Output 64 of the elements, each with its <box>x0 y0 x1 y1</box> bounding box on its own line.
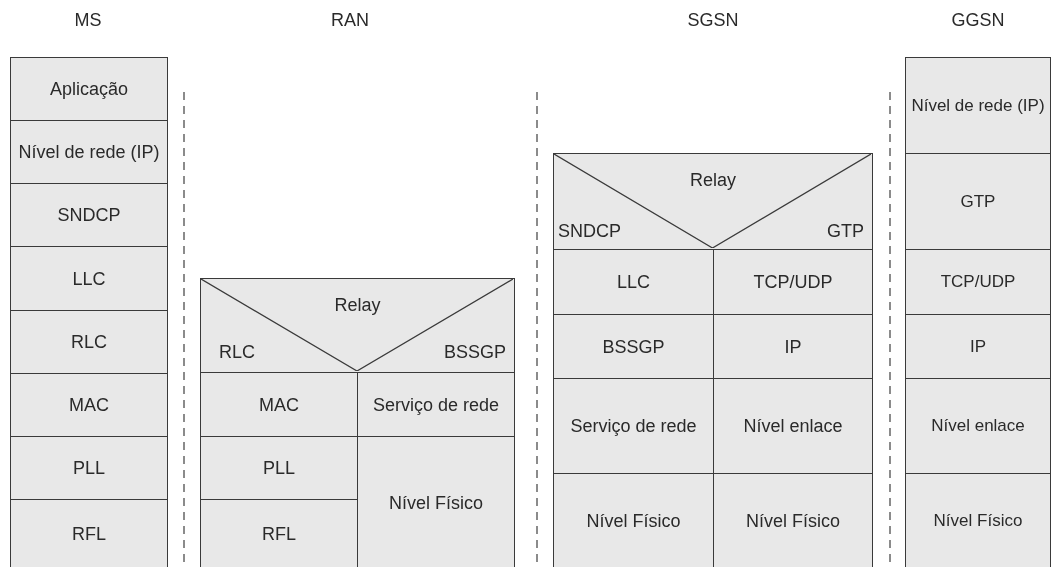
protocol-layer-box <box>713 473 873 567</box>
layer-label: BSSGP <box>601 335 666 359</box>
protocol-layer-box <box>200 499 358 567</box>
layer-label: LLC <box>616 271 651 294</box>
layer-label: TCP/UDP <box>752 271 834 294</box>
layer-label: Nível de rede (IP) <box>910 94 1046 117</box>
column-heading: SGSN <box>687 10 739 31</box>
protocol-layer-box <box>10 373 168 437</box>
protocol-label: BSSGP <box>443 341 506 364</box>
protocol-layer-box <box>553 249 714 315</box>
protocol-layer-box <box>10 57 168 121</box>
protocol-layer-box <box>713 378 873 474</box>
layer-label: IP <box>968 335 988 358</box>
layer-label: MAC <box>258 393 300 417</box>
protocol-layer-box <box>905 378 1051 474</box>
protocol-layer-box <box>10 436 168 500</box>
layer-label: TCP/UDP <box>939 271 1017 293</box>
protocol-layer-box <box>200 436 358 500</box>
layer-label: Nível Físico <box>932 510 1024 532</box>
protocol-layer-box <box>357 372 515 437</box>
layer-label: LLC <box>71 267 107 291</box>
relay-label: Relay <box>690 169 736 192</box>
protocol-layer-box <box>905 57 1051 154</box>
protocol-layer-box <box>905 249 1051 315</box>
layer-label: PLL <box>262 457 296 480</box>
layer-label: Nível enlace <box>742 415 844 438</box>
layer-label: Nível Físico <box>585 510 682 533</box>
protocol-layer-box <box>553 473 714 567</box>
protocol-layer-box <box>905 473 1051 567</box>
layer-label: MAC <box>68 394 110 417</box>
layer-label: GTP <box>959 190 997 213</box>
layer-label: RFL <box>71 523 107 546</box>
protocol-layer-box <box>10 310 168 374</box>
protocol-layer-box <box>10 120 168 184</box>
relay-label: Relay <box>334 294 381 317</box>
protocol-layer-box <box>10 499 168 567</box>
protocol-layer-box <box>905 153 1051 250</box>
protocol-layer-box <box>905 314 1051 379</box>
layer-label: IP <box>783 335 803 359</box>
protocol-layer-box <box>553 378 714 474</box>
protocol-layer-box <box>10 183 168 247</box>
layer-label: Nível Físico <box>745 510 841 533</box>
column-heading: GGSN <box>951 10 1005 31</box>
layer-label: Nível Físico <box>388 491 484 515</box>
protocol-layer-box <box>10 246 168 311</box>
layer-label: Nível enlace <box>930 415 1026 437</box>
protocol-label: GTP <box>827 220 864 243</box>
layer-label: RFL <box>261 523 297 546</box>
layer-label: Serviço de rede <box>371 393 501 417</box>
protocol-layer-box <box>357 436 515 567</box>
protocol-layer-box <box>553 314 714 379</box>
column-heading: RAN <box>331 10 369 31</box>
layer-label: RLC <box>70 331 108 354</box>
layer-label: Aplicação <box>48 78 129 101</box>
protocol-label: SNDCP <box>558 220 621 243</box>
layer-label: Nível de rede (IP) <box>17 141 161 164</box>
protocol-layer-box <box>713 314 873 379</box>
protocol-label: RLC <box>219 341 255 364</box>
protocol-layer-box <box>200 372 358 437</box>
column-heading: MS <box>74 10 102 31</box>
layer-label: PLL <box>72 457 106 480</box>
layer-label: Serviço de rede <box>569 415 698 438</box>
layer-label: SNDCP <box>56 204 122 227</box>
protocol-layer-box <box>713 249 873 315</box>
